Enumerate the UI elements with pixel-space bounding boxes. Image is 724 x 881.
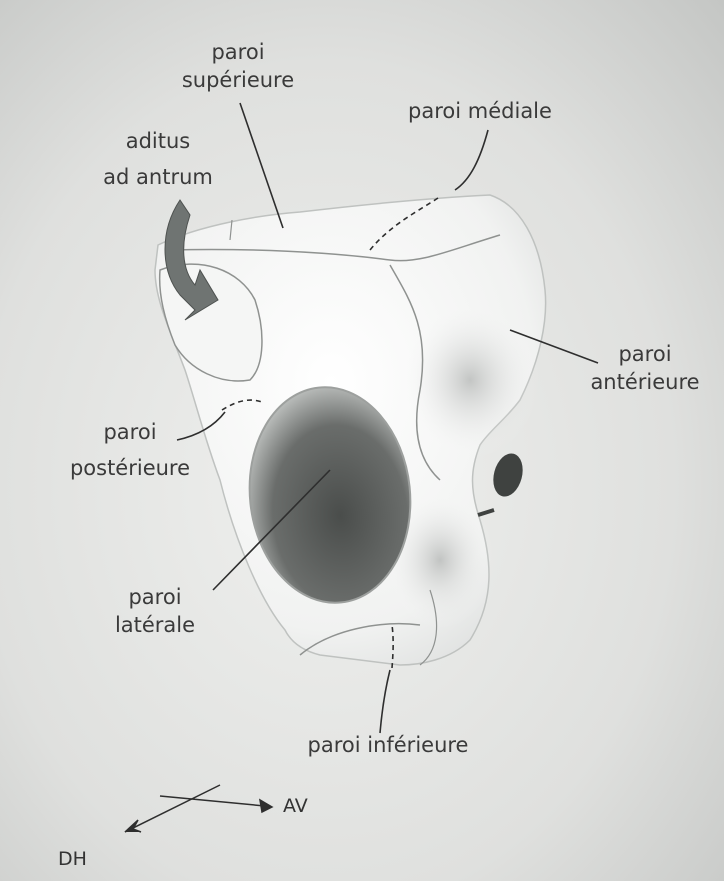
orientation-label-av: AV xyxy=(283,795,308,817)
label-paroi-mediale: paroi médiale xyxy=(375,97,585,125)
label-paroi-inferieure: paroi inférieure xyxy=(268,731,508,759)
label-paroi-superieure: paroi supérieure xyxy=(163,38,313,94)
label-paroi-anterieure: paroi antérieure xyxy=(575,340,715,396)
label-paroi-posterieure: paroi postérieure xyxy=(55,418,205,482)
orientation-label-dh: DH xyxy=(58,848,87,870)
label-aditus-ad-antrum: aditus ad antrum xyxy=(88,127,228,191)
label-paroi-laterale: paroi latérale xyxy=(100,583,210,639)
